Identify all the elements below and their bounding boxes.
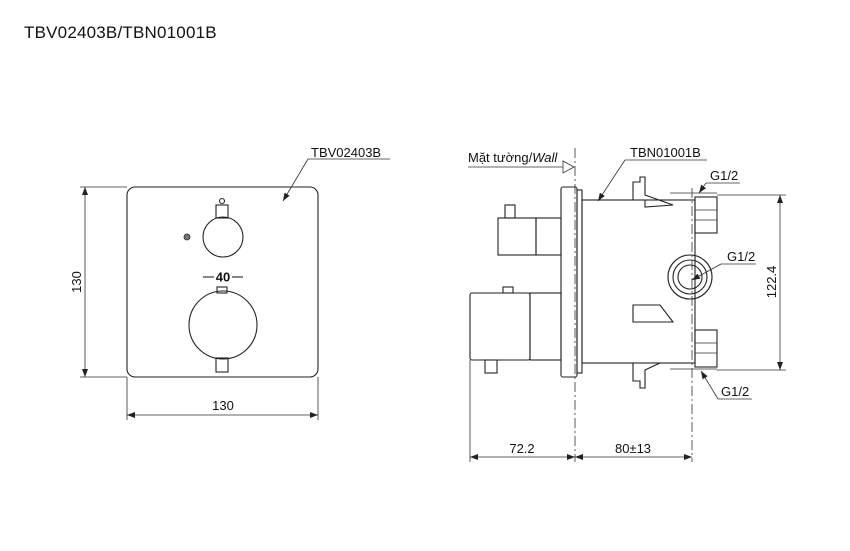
front-depth-dimension: 72.2 — [509, 441, 534, 456]
port-label-top: G1/2 — [710, 168, 738, 183]
thermostat-handle — [469, 292, 531, 361]
bottom-connector — [694, 329, 718, 368]
valve-body — [581, 199, 696, 364]
lever-pin — [218, 197, 226, 205]
thermostat-lever — [215, 357, 229, 373]
thermostat-pin-top — [502, 286, 514, 294]
wall-label: Mặt tường/Wall — [468, 150, 558, 165]
thermostat-pin-bottom — [484, 359, 498, 374]
thermostat-knob — [188, 290, 258, 360]
diverter-handle — [497, 217, 537, 256]
top-connector — [694, 196, 718, 234]
drawing-title: TBV02403B/TBN01001B — [24, 23, 217, 42]
front-view: 40 130 130 TBV02403B — [69, 145, 390, 420]
side-view: Mặt tường/Wall TBN01001B G1/2 — [468, 145, 786, 462]
diverter-pin — [504, 204, 516, 219]
temperature-mark: 40 — [216, 270, 230, 285]
height-dimension: 130 — [69, 271, 84, 293]
center-port — [667, 254, 713, 300]
port-label-middle: G1/2 — [727, 249, 755, 264]
diverter-lever — [215, 204, 229, 219]
diverter-knob — [202, 216, 244, 258]
height-dimension-side: 122.4 — [764, 266, 779, 299]
thermostat-tab — [216, 286, 228, 294]
indicator-dot — [183, 233, 191, 241]
port-label-bottom: G1/2 — [721, 384, 749, 399]
cover-plate — [126, 186, 319, 378]
rear-depth-dimension: 80±13 — [615, 441, 651, 456]
part-label-tbv: TBV02403B — [311, 145, 381, 160]
part-label-tbn: TBN01001B — [630, 145, 701, 160]
width-dimension: 130 — [212, 398, 234, 413]
